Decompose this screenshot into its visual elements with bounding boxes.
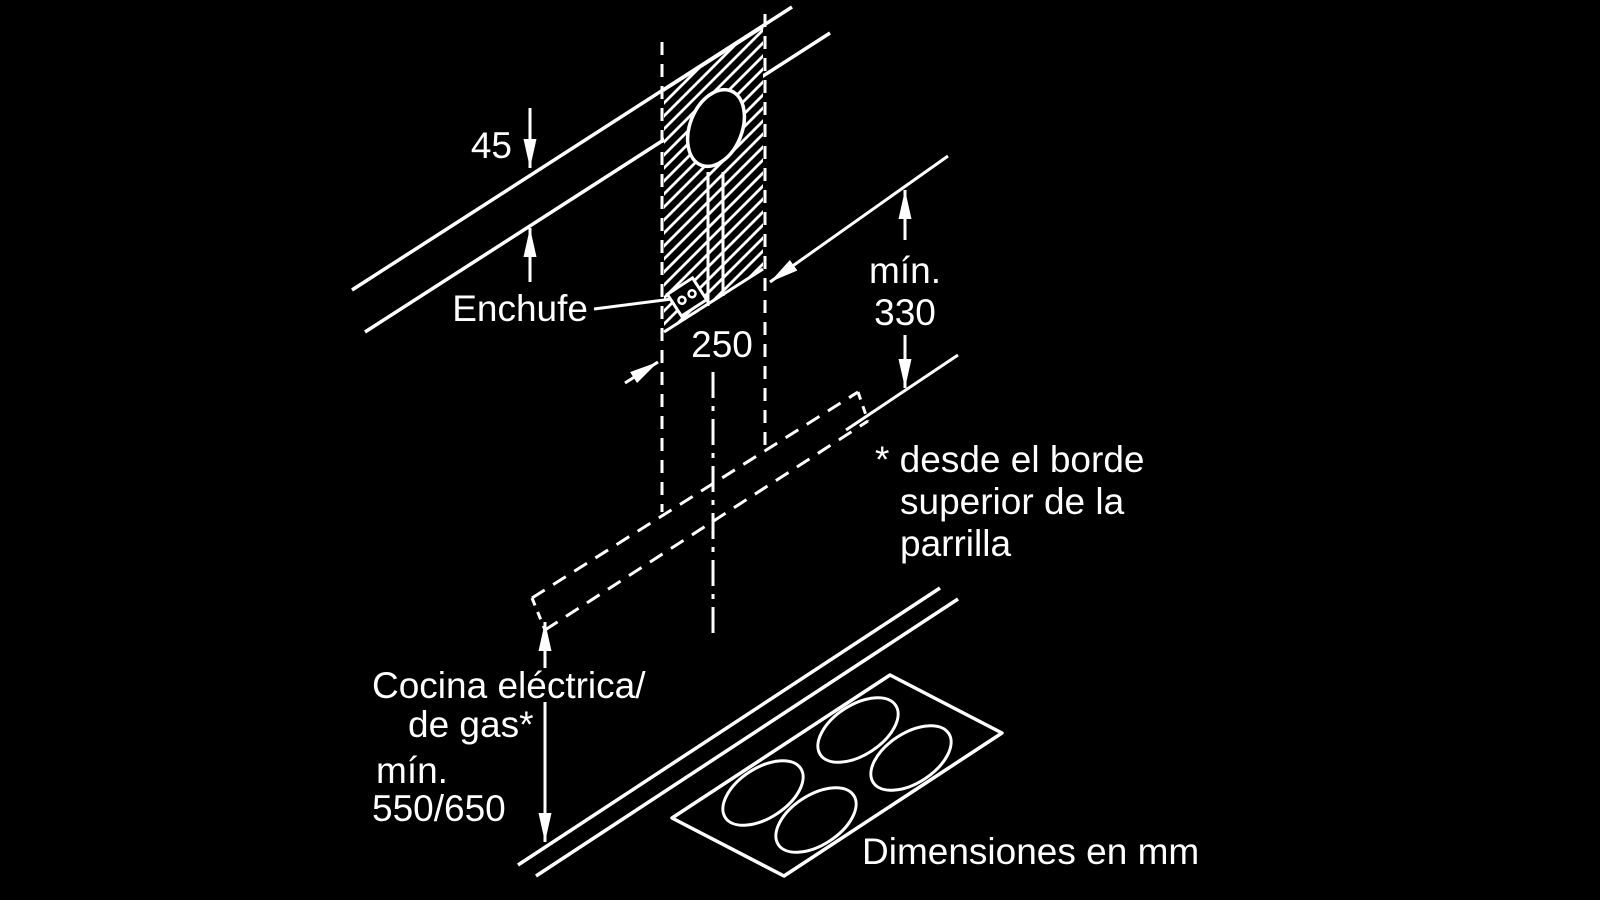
dim-45: 45: [471, 108, 537, 282]
chimney-top-edge: [663, 25, 764, 92]
hood-band-bottom: [544, 419, 869, 632]
chimney-duct: [660, 14, 767, 512]
power-socket-icon: [665, 275, 709, 319]
counter-edge-outer: [517, 586, 941, 867]
hob-surface-outline: [670, 673, 1004, 878]
socket-label: Enchufe: [452, 288, 588, 329]
hood-outline-dashed: [530, 390, 870, 632]
footnote-text: * desde el borde superior de la parrilla: [875, 439, 1144, 564]
footnote-line-2: superior de la: [900, 481, 1125, 522]
dim-250-label: 250: [691, 324, 753, 365]
dim-330-value: 330: [874, 292, 936, 333]
footnote-line-3: parrilla: [900, 523, 1011, 564]
burner-2: [869, 724, 953, 792]
dim-250-arrow-left: [624, 360, 659, 385]
dim-330: mín. 330: [769, 154, 959, 432]
counter-edge-inner: [535, 597, 959, 878]
dim-330-min-label: mín.: [869, 250, 941, 291]
dim-250: 250: [624, 324, 753, 385]
units-note: Dimensiones en mm: [862, 831, 1199, 872]
cooker-note-line-2: de gas*: [408, 704, 534, 745]
dim-330-extension-bottom: [845, 353, 959, 432]
burner-4: [774, 786, 858, 854]
burner-1: [816, 696, 900, 764]
cooker-note-line-4: 550/650: [372, 788, 506, 829]
socket-leader-line: [593, 297, 673, 311]
cooker-note-text: Cocina eléctrica/ de gas* mín. 550/650: [372, 665, 646, 829]
cooker-note-line-3: mín.: [376, 750, 448, 791]
hood-band-left-cap: [530, 597, 547, 631]
cooktop: [517, 586, 1004, 878]
cooker-note-line-1: Cocina eléctrica/: [372, 665, 646, 706]
hood-band-top: [531, 390, 859, 600]
vent-hole: [685, 87, 747, 169]
power-socket: [593, 275, 709, 319]
chimney-bottom-edge: [663, 267, 764, 334]
burner-3: [721, 759, 805, 827]
dim-330-extension-top: [769, 154, 949, 284]
dim-45-label: 45: [471, 125, 512, 166]
hood-band-right-cap: [856, 391, 870, 422]
footnote-line-1: * desde el borde: [875, 439, 1144, 480]
